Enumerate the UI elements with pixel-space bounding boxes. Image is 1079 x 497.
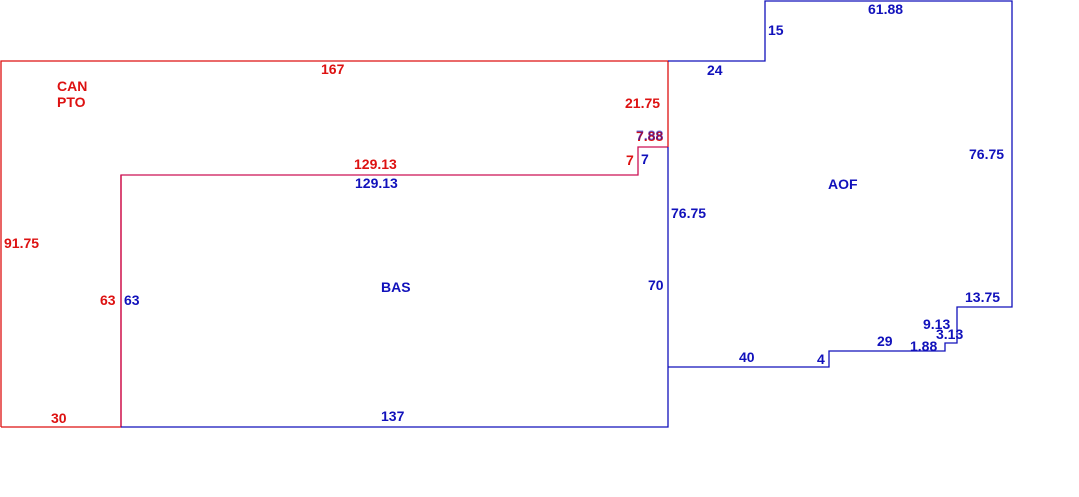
pto-label: PTO (57, 94, 86, 110)
dim-bas-notch-top: 7.88 (636, 127, 663, 143)
dim-aof-left: 76.75 (671, 205, 706, 221)
dim-bas-notch-side: 7 (641, 151, 649, 167)
dim-can-notch-side: 7 (626, 152, 634, 168)
dim-bas-right: 70 (648, 277, 664, 293)
bas-outline (121, 147, 669, 428)
dim-aof-bottom-a: 29 (877, 333, 893, 349)
dim-bas-left: 63 (124, 292, 140, 308)
aof-outline (668, 0, 1013, 368)
dim-aof-step-a: 9.13 (923, 316, 950, 332)
dim-aof-right: 76.75 (969, 146, 1004, 162)
can-pto-outline (0, 60, 669, 428)
dim-can-bottom: 30 (51, 410, 67, 426)
dim-aof-step-b: 3.13 (936, 326, 963, 342)
dim-can-inner-top: 129.13 (354, 156, 397, 172)
dim-aof-step-c: 1.88 (910, 338, 937, 354)
bas-label: BAS (381, 279, 411, 295)
dim-can-notch-top: 7.88 (636, 128, 663, 144)
dim-aof-step-up: 15 (768, 22, 784, 38)
dim-aof-top-left: 24 (707, 62, 723, 78)
dim-aof-step-right: 13.75 (965, 289, 1000, 305)
can-label: CAN (57, 78, 87, 94)
dim-can-left: 91.75 (4, 235, 39, 251)
dim-bas-bottom: 137 (381, 408, 405, 424)
dim-aof-step-d: 4 (817, 351, 825, 367)
shared-edge (120, 146, 668, 427)
dim-bas-top: 129.13 (355, 175, 398, 191)
dim-can-top: 167 (321, 61, 345, 77)
dim-aof-top: 61.88 (868, 1, 903, 17)
dim-can-right-upper: 21.75 (625, 95, 660, 111)
dim-aof-bottom-b: 40 (739, 349, 755, 365)
aof-label: AOF (828, 176, 858, 192)
dim-can-inner-left: 63 (100, 292, 116, 308)
